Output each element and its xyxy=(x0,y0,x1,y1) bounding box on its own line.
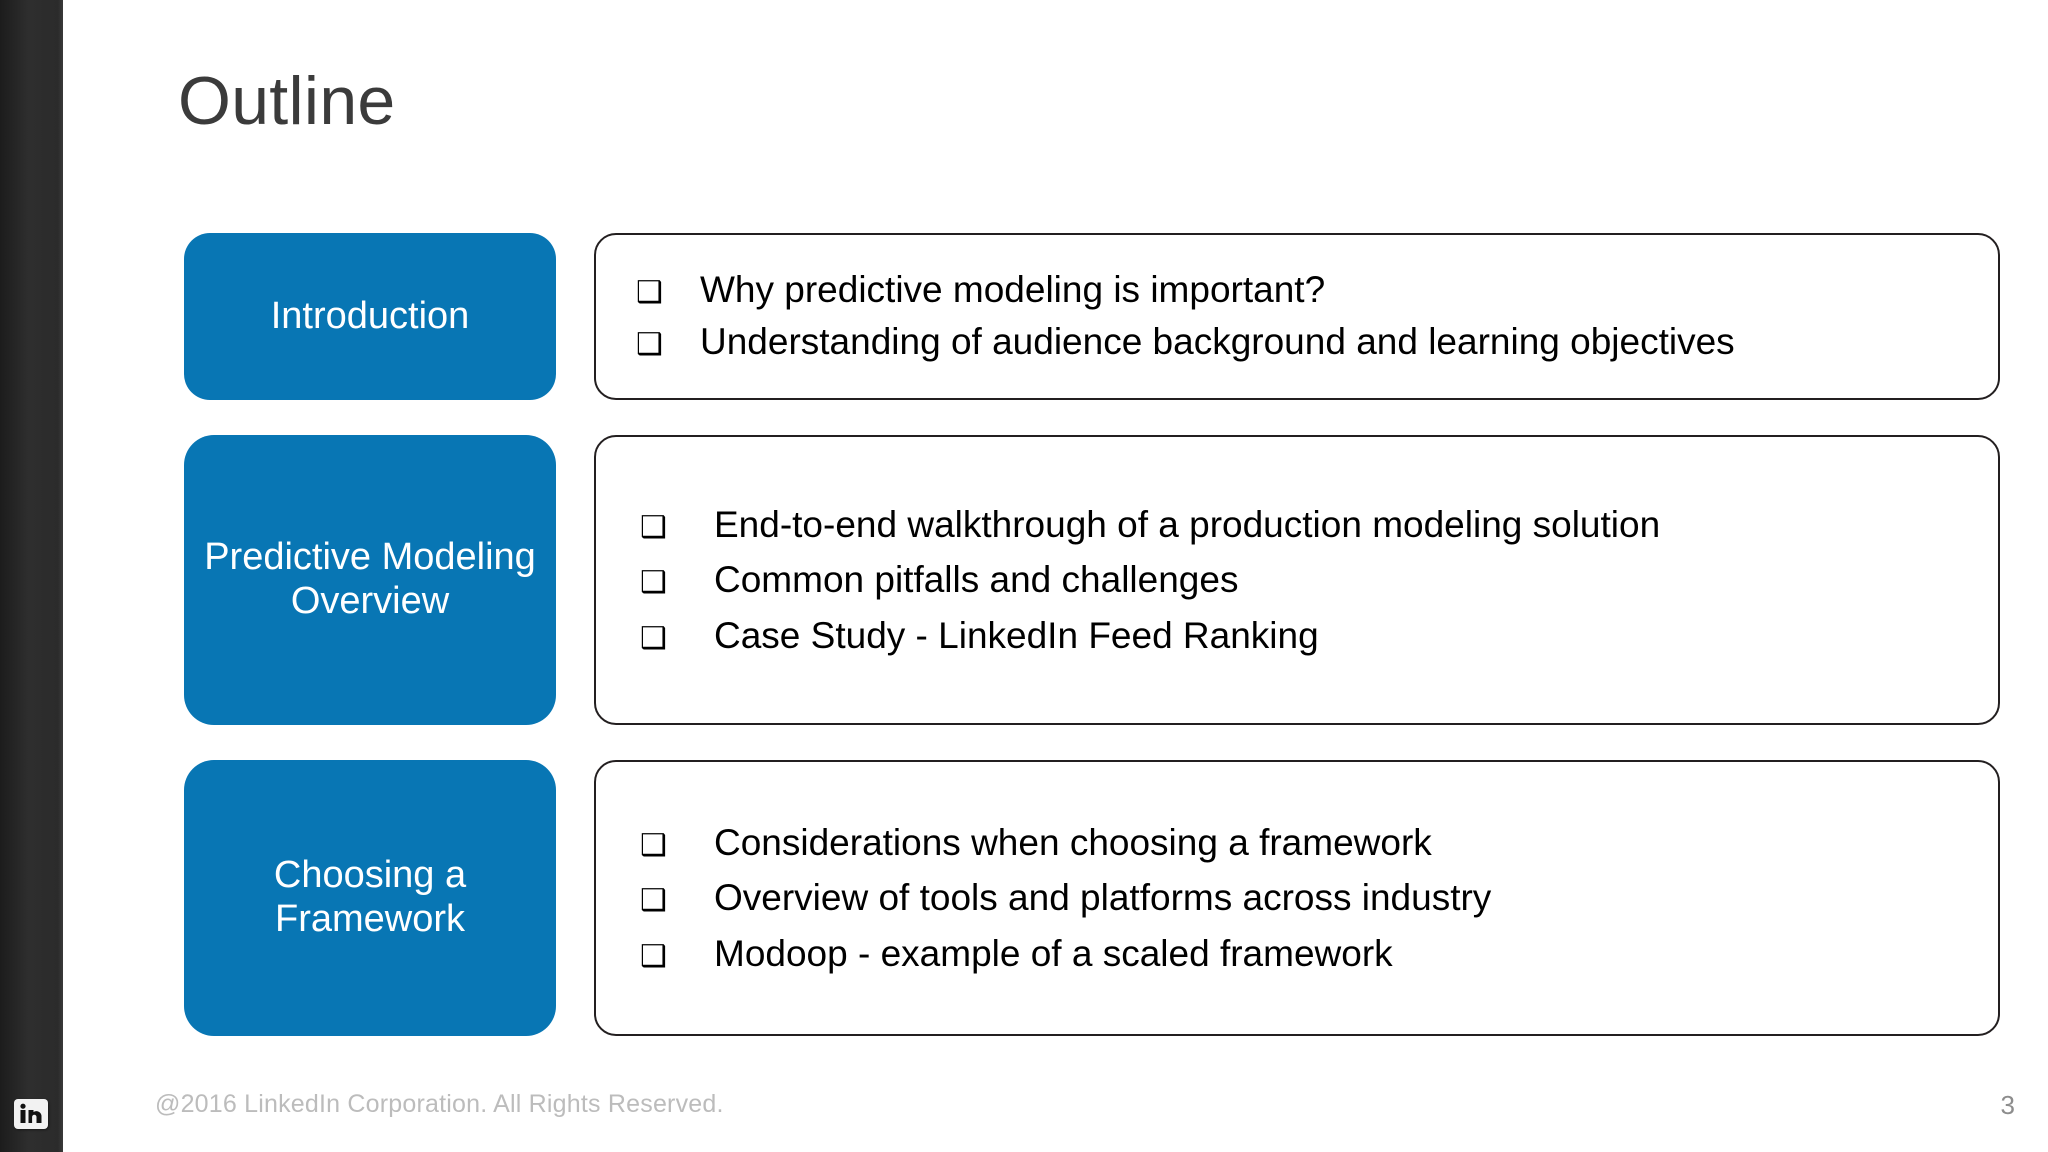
section-chip-predictive-modeling-overview[interactable]: Predictive Modeling Overview xyxy=(184,435,556,725)
list-item-text: Overview of tools and platforms across i… xyxy=(714,877,1492,919)
list-item: ❑ Case Study - LinkedIn Feed Ranking xyxy=(596,613,1998,658)
outline-row-predictive-modeling-overview: Predictive Modeling Overview ❑ End-to-en… xyxy=(0,435,2048,725)
outline-row-choosing-a-framework: Choosing a Framework ❑ Considerations wh… xyxy=(0,760,2048,1036)
section-chip-introduction[interactable]: Introduction xyxy=(184,233,556,400)
list-item: ❑ Understanding of audience background a… xyxy=(596,319,1998,364)
list-item: ❑ Considerations when choosing a framewo… xyxy=(596,820,1998,865)
list-item: ❑ End-to-end walkthrough of a production… xyxy=(596,502,1998,547)
list-item: ❑ Overview of tools and platforms across… xyxy=(596,875,1998,920)
bullet-square-icon: ❑ xyxy=(640,829,667,863)
bullet-square-icon: ❑ xyxy=(640,566,667,600)
section-panel-introduction: ❑ Why predictive modeling is important? … xyxy=(594,233,2000,400)
outline-row-introduction: Introduction ❑ Why predictive modeling i… xyxy=(0,233,2048,400)
bullet-list-predictive-modeling-overview: ❑ End-to-end walkthrough of a production… xyxy=(596,502,1998,657)
list-item-text: Understanding of audience background and… xyxy=(700,321,1735,362)
list-item: ❑ Common pitfalls and challenges xyxy=(596,557,1998,602)
bullet-square-icon: ❑ xyxy=(640,939,667,973)
bullet-square-icon: ❑ xyxy=(640,621,667,655)
bullet-list-introduction: ❑ Why predictive modeling is important? … xyxy=(596,267,1998,364)
bullet-square-icon: ❑ xyxy=(640,884,667,918)
page-title: Outline xyxy=(178,63,396,139)
footer-copyright: @2016 LinkedIn Corporation. All Rights R… xyxy=(155,1090,724,1118)
section-chip-choosing-a-framework[interactable]: Choosing a Framework xyxy=(184,760,556,1036)
list-item-text: Why predictive modeling is important? xyxy=(700,268,1326,310)
bullet-square-icon: ❑ xyxy=(636,328,663,361)
linkedin-logo-icon xyxy=(14,1099,48,1129)
list-item-text: Modoop - example of a scaled framework xyxy=(714,932,1393,974)
list-item-text: Common pitfalls and challenges xyxy=(714,559,1239,601)
section-panel-choosing-a-framework: ❑ Considerations when choosing a framewo… xyxy=(594,760,2000,1036)
bullet-square-icon: ❑ xyxy=(640,511,667,545)
bullet-list-choosing-a-framework: ❑ Considerations when choosing a framewo… xyxy=(596,820,1998,975)
section-panel-predictive-modeling-overview: ❑ End-to-end walkthrough of a production… xyxy=(594,435,2000,725)
list-item: ❑ Why predictive modeling is important? xyxy=(596,267,1998,312)
left-sidebar xyxy=(0,0,63,1152)
page-number: 3 xyxy=(2000,1090,2015,1120)
list-item: ❑ Modoop - example of a scaled framework xyxy=(596,931,1998,976)
list-item-text: End-to-end walkthrough of a production m… xyxy=(714,504,1661,546)
list-item-text: Case Study - LinkedIn Feed Ranking xyxy=(714,614,1319,656)
bullet-square-icon: ❑ xyxy=(636,275,663,309)
list-item-text: Considerations when choosing a framework xyxy=(714,822,1432,864)
